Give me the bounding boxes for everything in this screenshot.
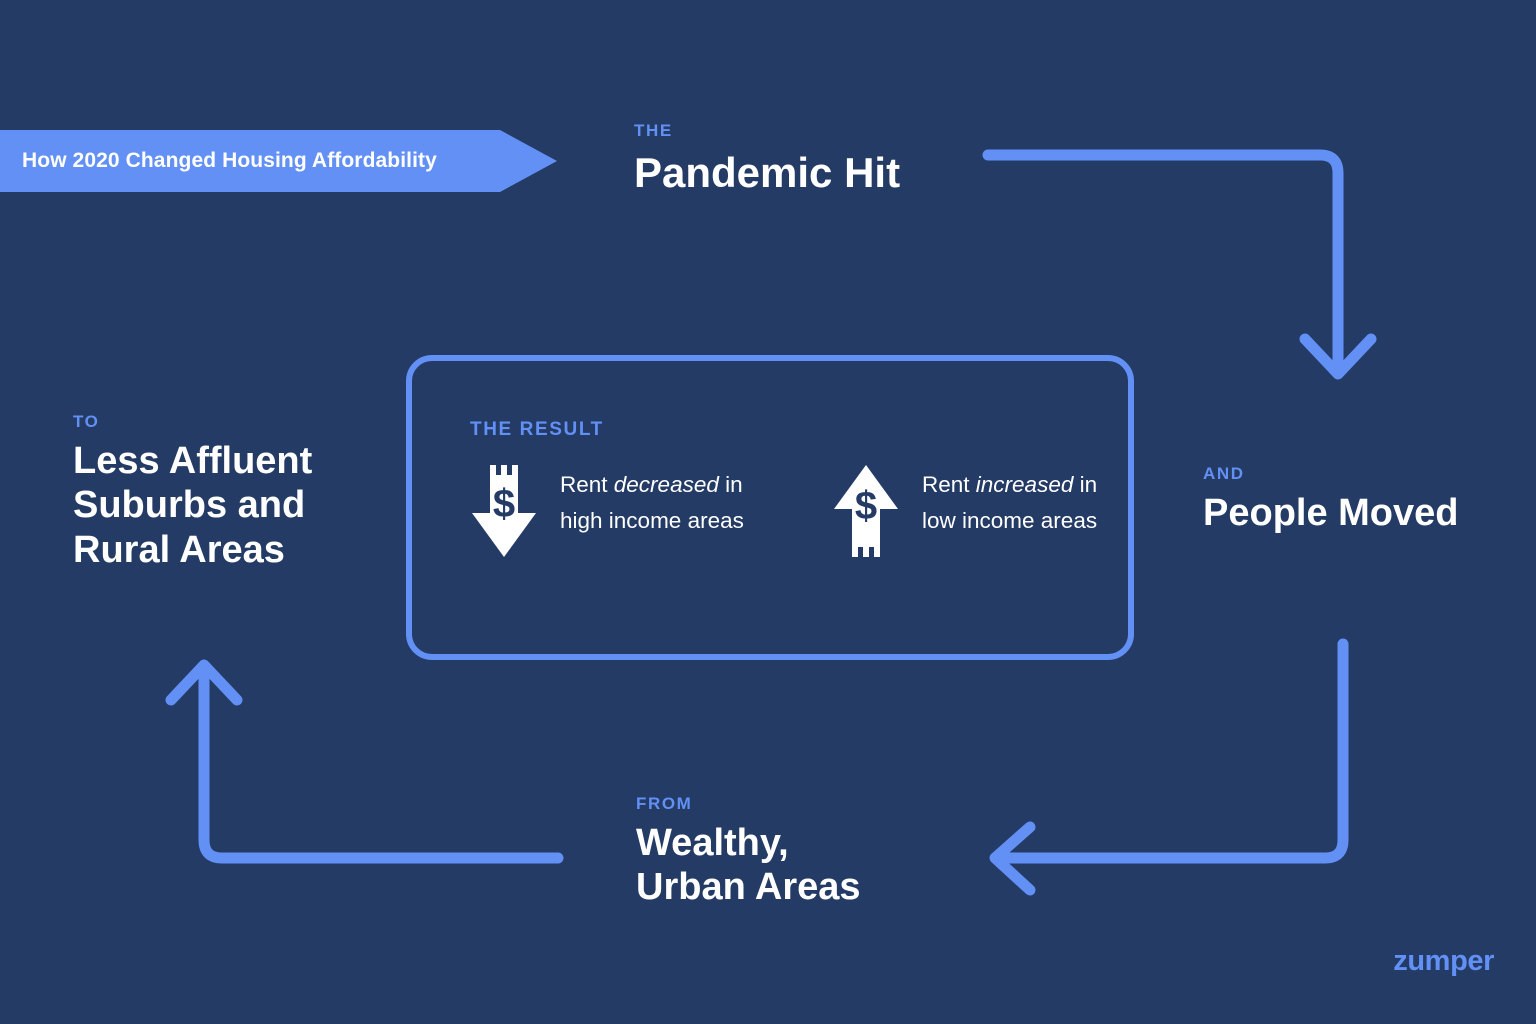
result-text-tail: in high income areas bbox=[560, 472, 744, 534]
node-people-moved: AND People Moved bbox=[1203, 465, 1459, 535]
result-text-emphasis: increased bbox=[975, 472, 1074, 497]
node-pandemic-hit: THE Pandemic Hit bbox=[634, 122, 900, 197]
title-banner: How 2020 Changed Housing Affordability bbox=[0, 130, 557, 192]
node-wealthy-eyebrow: FROM bbox=[636, 794, 693, 813]
result-card-items: $ Rent decreased in high income areas bbox=[468, 461, 1118, 561]
node-suburbs-eyebrow: TO bbox=[73, 412, 100, 431]
connector-bottom-left-path bbox=[198, 662, 564, 864]
result-text-lead: Rent bbox=[560, 472, 614, 497]
node-people-eyebrow: AND bbox=[1203, 464, 1245, 483]
connector-top-right-path bbox=[982, 149, 1344, 376]
result-text-emphasis: decreased bbox=[613, 472, 719, 497]
svg-text:$: $ bbox=[855, 484, 877, 528]
result-card: THE RESULT $ bbox=[406, 355, 1134, 660]
title-banner-label: How 2020 Changed Housing Affordability bbox=[22, 149, 437, 172]
node-wealthy-urban-areas: FROM Wealthy, Urban Areas bbox=[636, 795, 861, 910]
result-text-lead: Rent bbox=[922, 472, 976, 497]
node-wealthy-title: Wealthy, Urban Areas bbox=[636, 822, 861, 909]
result-item-increased: $ Rent increased in low income areas bbox=[830, 461, 1118, 561]
node-pandemic-eyebrow: THE bbox=[634, 121, 673, 140]
result-item-decreased: $ Rent decreased in high income areas bbox=[468, 461, 756, 561]
connector-top-right-head bbox=[1299, 333, 1377, 380]
result-item-increased-text: Rent increased in low income areas bbox=[922, 461, 1118, 540]
node-less-affluent-suburbs: TO Less Affluent Suburbs and Rural Areas bbox=[73, 413, 312, 572]
node-people-title: People Moved bbox=[1203, 492, 1459, 534]
result-card-eyebrow: THE RESULT bbox=[470, 419, 604, 440]
connector-bottom-left-head bbox=[165, 659, 243, 706]
node-suburbs-title: Less Affluent Suburbs and Rural Areas bbox=[73, 440, 313, 571]
connector-bottom-right-path bbox=[994, 638, 1349, 864]
result-item-decreased-text: Rent decreased in high income areas bbox=[560, 461, 756, 540]
down-arrow-building-dollar-icon: $ bbox=[472, 465, 536, 557]
node-pandemic-title: Pandemic Hit bbox=[634, 149, 901, 196]
connector-bottom-right-head bbox=[989, 821, 1036, 896]
zumper-logo: zumper bbox=[1393, 945, 1494, 977]
result-text-tail: in low income areas bbox=[922, 472, 1098, 534]
svg-text:$: $ bbox=[493, 482, 515, 526]
up-arrow-building-dollar-icon: $ bbox=[834, 465, 898, 557]
